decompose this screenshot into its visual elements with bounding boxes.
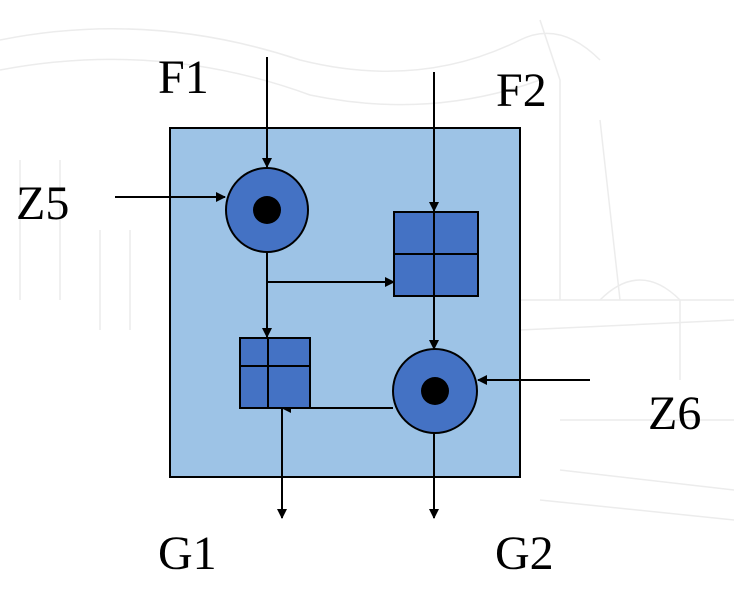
mixer-node-1[interactable] bbox=[225, 167, 309, 253]
grid-node-1[interactable] bbox=[393, 211, 479, 297]
mixer-center-dot bbox=[253, 196, 281, 224]
label-f2: F2 bbox=[496, 64, 547, 117]
label-g2: G2 bbox=[495, 527, 554, 580]
label-z5: Z5 bbox=[16, 177, 70, 230]
label-z6: Z6 bbox=[648, 387, 702, 440]
mixer-node-2[interactable] bbox=[392, 348, 478, 434]
label-f1: F1 bbox=[158, 51, 209, 104]
background-watermark bbox=[0, 19, 734, 521]
system-box bbox=[169, 127, 521, 478]
label-g1: G1 bbox=[158, 527, 217, 580]
grid-node-2[interactable] bbox=[239, 337, 311, 409]
mixer-center-dot bbox=[421, 377, 449, 405]
